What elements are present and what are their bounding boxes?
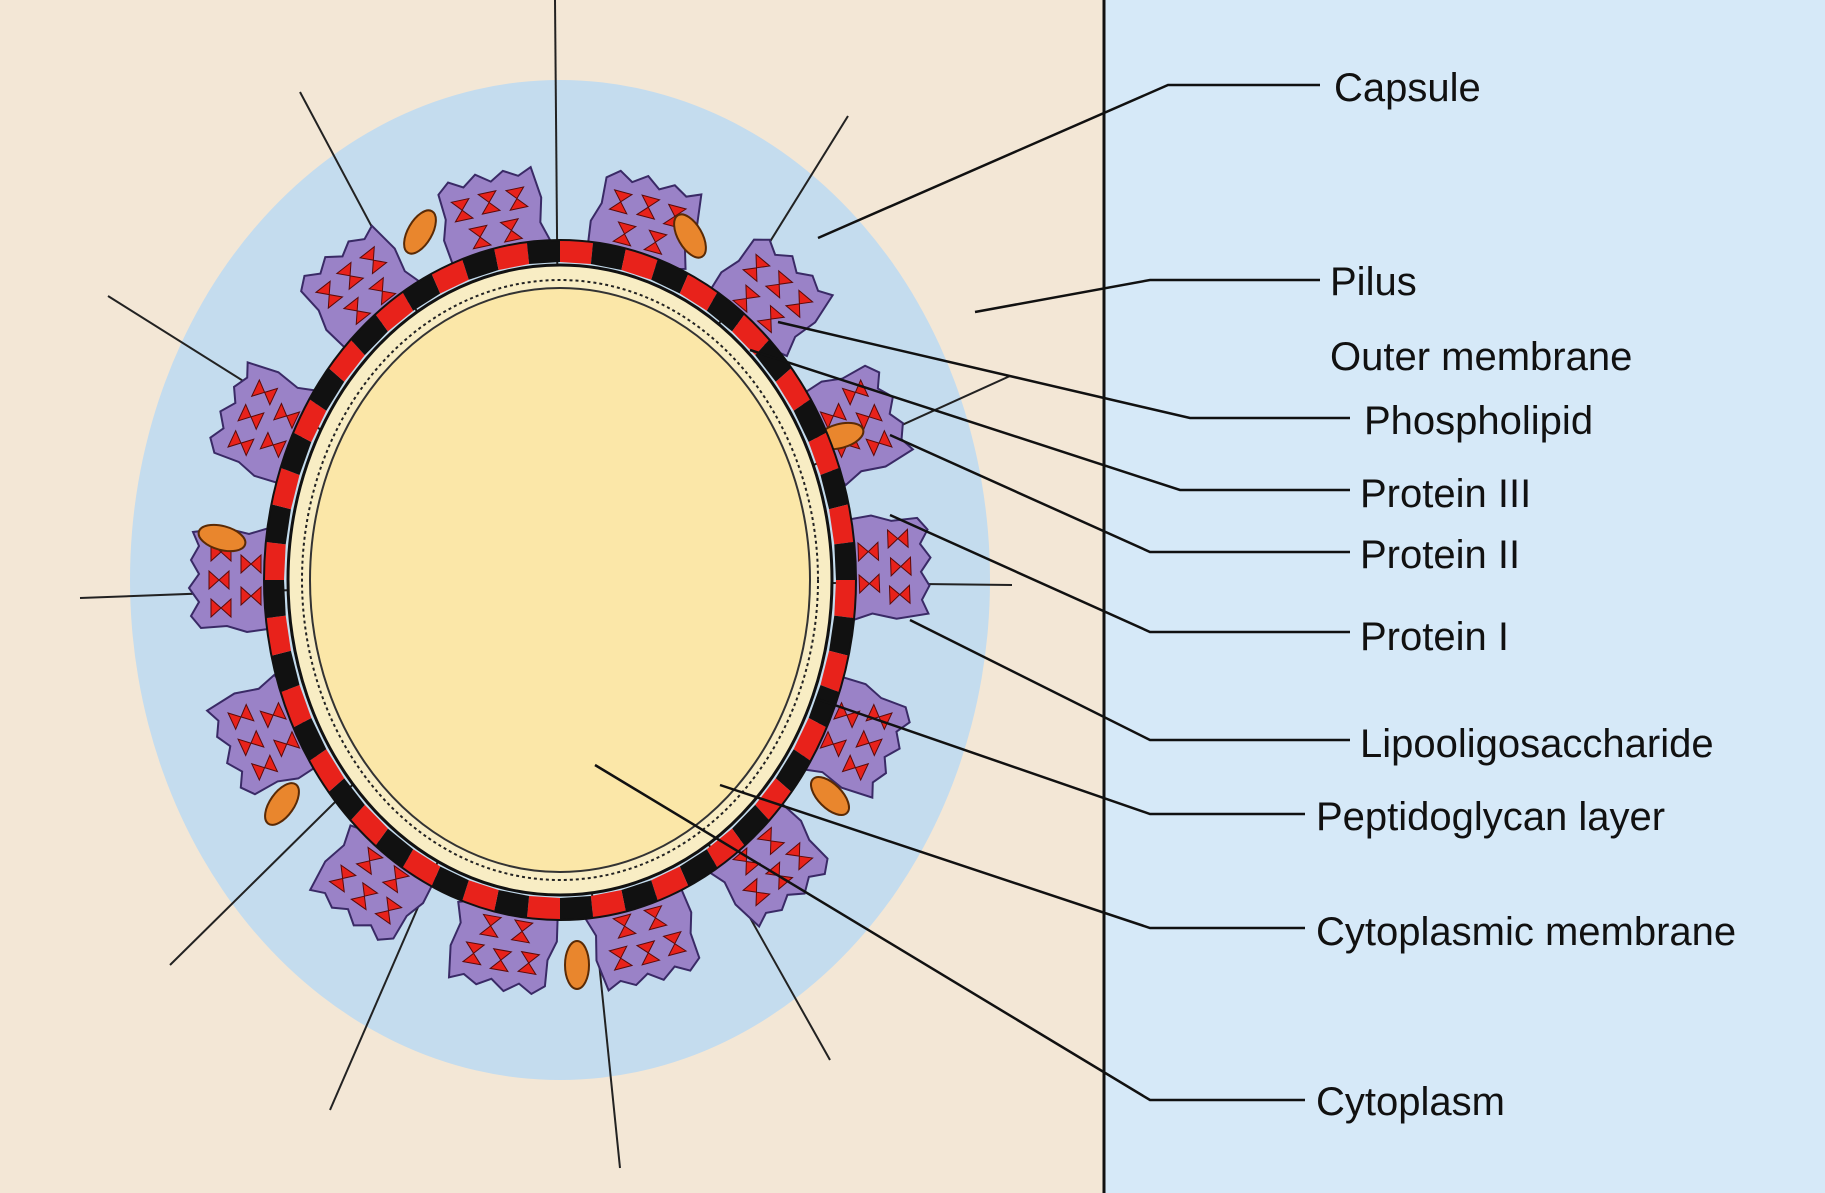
label-cytoplasmic-membrane: Cytoplasmic membrane <box>1316 912 1736 952</box>
label-phospholipid: Phospholipid <box>1364 401 1593 441</box>
membrane-segment <box>264 580 286 618</box>
label-peptidoglycan-layer: Peptidoglycan layer <box>1316 797 1665 837</box>
lps-granule <box>565 941 589 989</box>
label-outer-membrane: Outer membrane <box>1330 337 1632 377</box>
membrane-segment <box>527 240 560 264</box>
label-protein-iii: Protein III <box>1360 474 1531 514</box>
membrane-segment <box>834 542 856 580</box>
membrane-segment <box>264 542 286 580</box>
membrane-segment <box>560 240 593 264</box>
label-lipooligosaccharide: Lipooligosaccharide <box>1360 724 1714 764</box>
membrane-segment <box>834 580 856 618</box>
cytoplasm <box>310 288 810 872</box>
membrane-segment <box>560 896 593 920</box>
label-pilus: Pilus <box>1330 262 1417 302</box>
label-cytoplasm: Cytoplasm <box>1316 1082 1505 1122</box>
label-capsule: Capsule <box>1334 68 1481 108</box>
membrane-segment <box>527 896 560 920</box>
label-protein-i: Protein I <box>1360 617 1509 657</box>
label-protein-ii: Protein II <box>1360 535 1520 575</box>
right-panel-background <box>1104 0 1825 1193</box>
